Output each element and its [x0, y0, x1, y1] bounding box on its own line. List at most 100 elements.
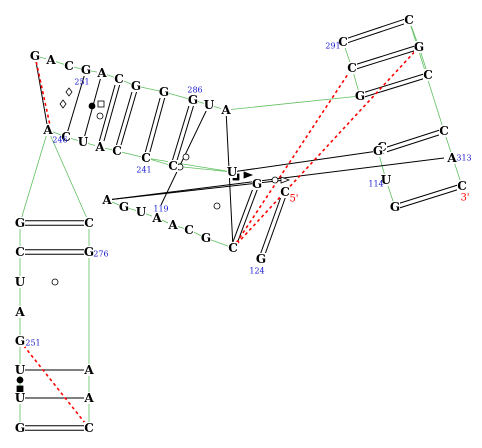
- nucleotide-G: G: [188, 93, 198, 107]
- residue-number: 124: [249, 267, 264, 276]
- base-background: [390, 201, 400, 213]
- base-pair-line: [394, 183, 462, 206]
- circle-marker: [51, 278, 59, 286]
- residue-number: 241: [136, 166, 151, 175]
- filled-circle-marker: [88, 102, 96, 110]
- nucleotide-C: C: [84, 421, 94, 435]
- backbone-segment: [225, 95, 361, 111]
- base-background: [84, 392, 94, 404]
- base-background: [201, 232, 211, 244]
- nucleotide-G: G: [355, 89, 365, 103]
- base-background: [15, 392, 25, 404]
- nucleotide-A: A: [83, 363, 94, 377]
- residue-number: 276: [93, 250, 108, 259]
- tertiary-interaction-line: [34, 55, 49, 131]
- base-background: [15, 422, 25, 434]
- nucleotide-C: C: [457, 179, 467, 193]
- nucleotide-C: C: [64, 59, 74, 73]
- nucleotide-G: G: [414, 40, 424, 54]
- triangle-marker: [280, 176, 291, 184]
- labels: GACGACGGGUAACUACCCUGCAGUAACGCGCCGCCGCACG…: [14, 13, 471, 435]
- diamond-marker: [59, 99, 67, 109]
- nucleotide-U: U: [15, 275, 26, 289]
- base-pair-line: [118, 86, 139, 152]
- residue-number: 313: [456, 154, 471, 163]
- tertiary-interaction-line: [231, 150, 379, 173]
- base-background: [355, 90, 365, 102]
- nucleotide-C: C: [423, 68, 433, 82]
- pair-type-markers: [16, 87, 291, 393]
- base-background: [102, 194, 112, 206]
- base-pair-line: [342, 17, 409, 41]
- base-pair-line: [143, 91, 163, 158]
- strand-end-label: 3': [460, 193, 469, 204]
- base-background: [15, 364, 25, 376]
- nucleotide-U: U: [15, 391, 26, 405]
- residue-number: 119: [153, 205, 168, 214]
- base-pair-line: [97, 78, 118, 147]
- backbone-segment: [19, 129, 49, 224]
- nucleotide-G: G: [201, 231, 211, 245]
- backbone-segment: [145, 157, 233, 173]
- base-background: [439, 125, 449, 137]
- nucleotide-A: A: [42, 123, 53, 137]
- base-background: [280, 186, 290, 198]
- nucleotide-A: A: [151, 211, 162, 225]
- circle-marker: [182, 153, 190, 161]
- nucleotide-G: G: [30, 49, 40, 63]
- base-background: [43, 124, 53, 136]
- pseudoknot-lines: [19, 46, 420, 429]
- residue-number: 251: [25, 339, 40, 348]
- base-pair-line: [381, 128, 444, 150]
- nucleotide-G: G: [81, 63, 91, 77]
- circle-marker: [213, 202, 221, 210]
- base-background: [168, 160, 178, 172]
- base-background: [152, 212, 162, 224]
- nucleotide-A: A: [83, 391, 94, 405]
- filled-circle-marker: [16, 376, 24, 384]
- base-background: [252, 178, 262, 190]
- residue-number: 286: [187, 86, 202, 95]
- base-background: [30, 50, 40, 62]
- nucleotide-C: C: [184, 223, 194, 237]
- base-pair-line: [262, 192, 288, 260]
- base-pair-line: [174, 100, 196, 167]
- nucleotide-C: C: [404, 13, 414, 27]
- nucleotide-A: A: [220, 103, 231, 117]
- base-pair-line: [382, 132, 445, 154]
- nucleotide-G: G: [15, 216, 25, 230]
- strand-end-label: 5': [289, 194, 298, 205]
- base-pair-line: [351, 44, 419, 67]
- nucleotide-U: U: [227, 165, 238, 179]
- nucleotide-G: G: [131, 79, 141, 93]
- base-background: [97, 67, 107, 79]
- base-background: [256, 253, 266, 265]
- base-background: [131, 80, 141, 92]
- nucleotide-C: C: [228, 241, 238, 255]
- nucleotide-A: A: [167, 218, 178, 232]
- nucleotide-U: U: [381, 173, 392, 187]
- base-pair-line: [170, 99, 192, 166]
- base-background: [112, 145, 122, 157]
- backbone-segment: [47, 129, 90, 224]
- base-background: [81, 64, 91, 76]
- base-background: [447, 152, 457, 164]
- base-background: [15, 276, 25, 288]
- base-pair-line: [101, 79, 122, 148]
- nucleotide-A: A: [101, 193, 112, 207]
- base-background: [95, 141, 105, 153]
- nucleotide-C: C: [347, 61, 357, 75]
- base-background: [141, 152, 151, 164]
- base-background: [84, 364, 94, 376]
- diamond-marker: [65, 87, 73, 97]
- base-background: [168, 219, 178, 231]
- pseudoknot-line: [34, 55, 52, 131]
- residue-number: 114: [368, 180, 383, 189]
- nucleotide-A: A: [446, 151, 457, 165]
- base-background: [84, 246, 94, 258]
- filled-triangle-marker: [243, 171, 254, 179]
- base-pair-line: [352, 48, 420, 71]
- base-background: [15, 246, 25, 258]
- nucleotide-C: C: [112, 144, 122, 158]
